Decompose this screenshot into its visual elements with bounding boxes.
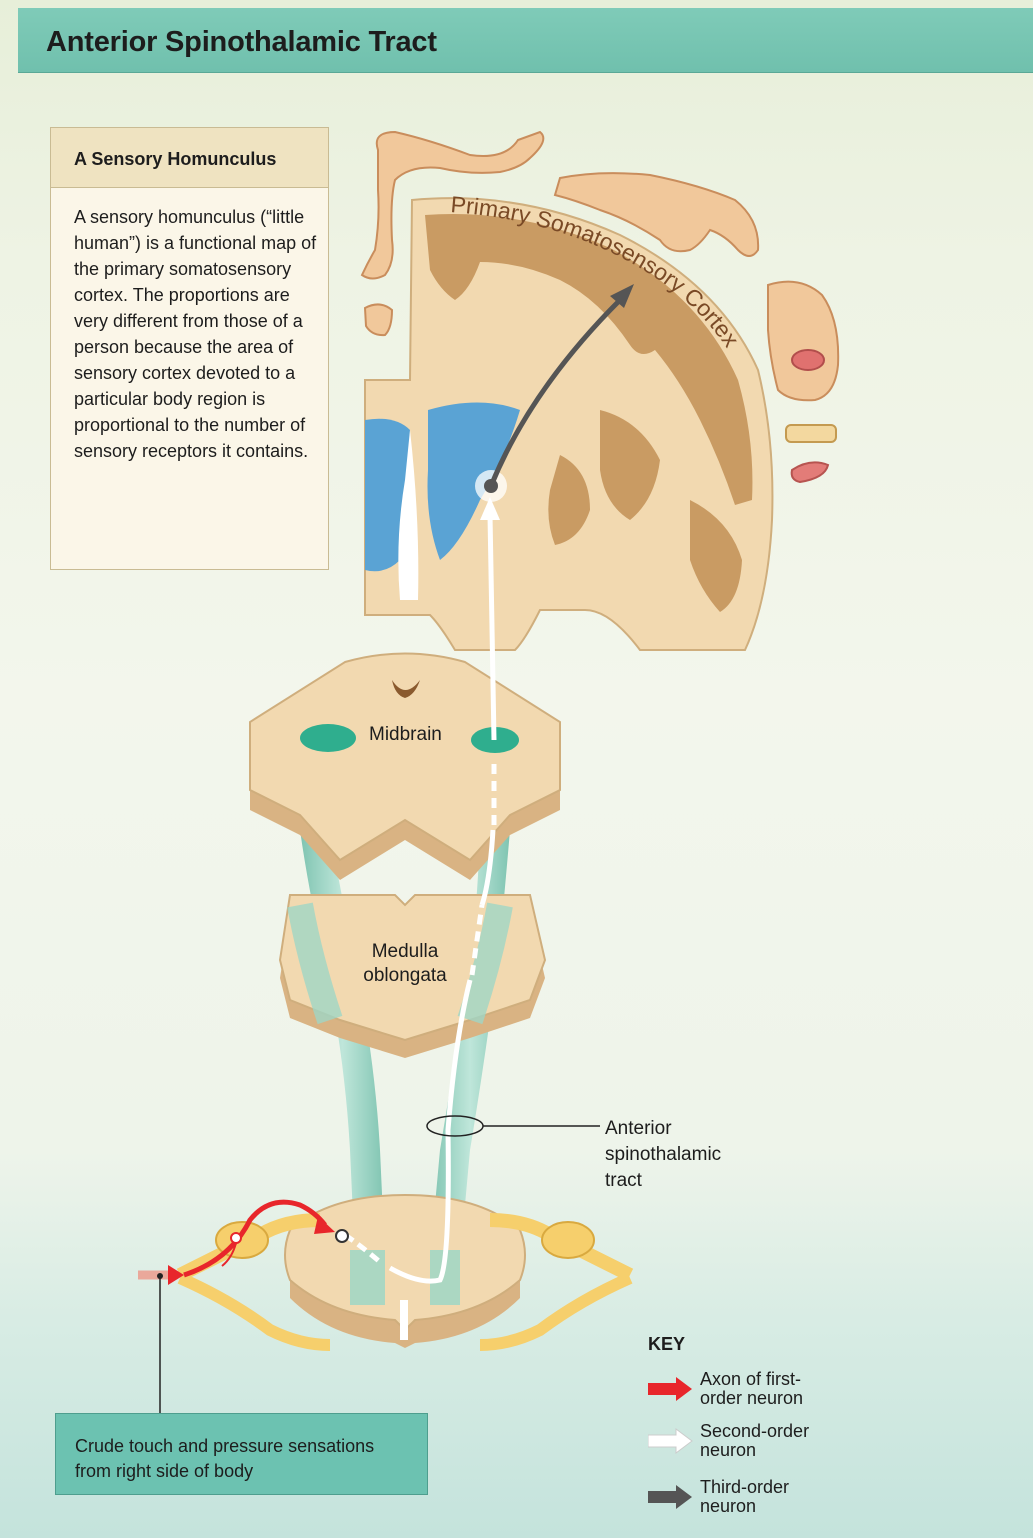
cerebral-section: [365, 198, 772, 650]
midbrain-section: [250, 654, 560, 881]
tract-label-line1: Anterior: [605, 1116, 721, 1142]
midbrain-label: Midbrain: [369, 723, 442, 747]
medulla-label: Medulla oblongata: [345, 940, 465, 988]
sensation-source-box: Crude touch and pressure sensations from…: [55, 1413, 428, 1495]
source-line2: from right side of body: [75, 1459, 427, 1484]
homunculus-tongue: [792, 462, 828, 482]
homunculus-lips: [792, 350, 824, 370]
homunculus-teeth: [786, 425, 836, 442]
homunculus-face: [768, 282, 838, 401]
source-leader: [157, 1273, 163, 1413]
homunculus-foot: [365, 304, 392, 335]
homunculus-info-box: A Sensory Homunculus A sensory homunculu…: [50, 127, 329, 570]
tract-label-line3: tract: [605, 1168, 721, 1194]
tract-label: Anterior spinothalamic tract: [605, 1116, 721, 1194]
key-title: KEY: [648, 1334, 685, 1355]
tract-label-line2: spinothalamic: [605, 1142, 721, 1168]
source-line1: Crude touch and pressure sensations: [75, 1434, 427, 1459]
homunculus-box-text: A sensory homunculus (“little human”) is…: [51, 188, 328, 464]
medulla-label-line1: Medulla: [345, 940, 465, 964]
red-arrow-icon: [648, 1376, 694, 1402]
gray-arrow-icon: [648, 1484, 694, 1510]
key-item-label: Axon of first-order neuron: [700, 1370, 850, 1408]
medulla-label-line2: oblongata: [345, 964, 465, 988]
white-arrow-icon: [648, 1428, 694, 1454]
homunculus-box-title: A Sensory Homunculus: [51, 128, 328, 188]
key-item-first-order: Axon of first-order neuron: [648, 1370, 848, 1420]
